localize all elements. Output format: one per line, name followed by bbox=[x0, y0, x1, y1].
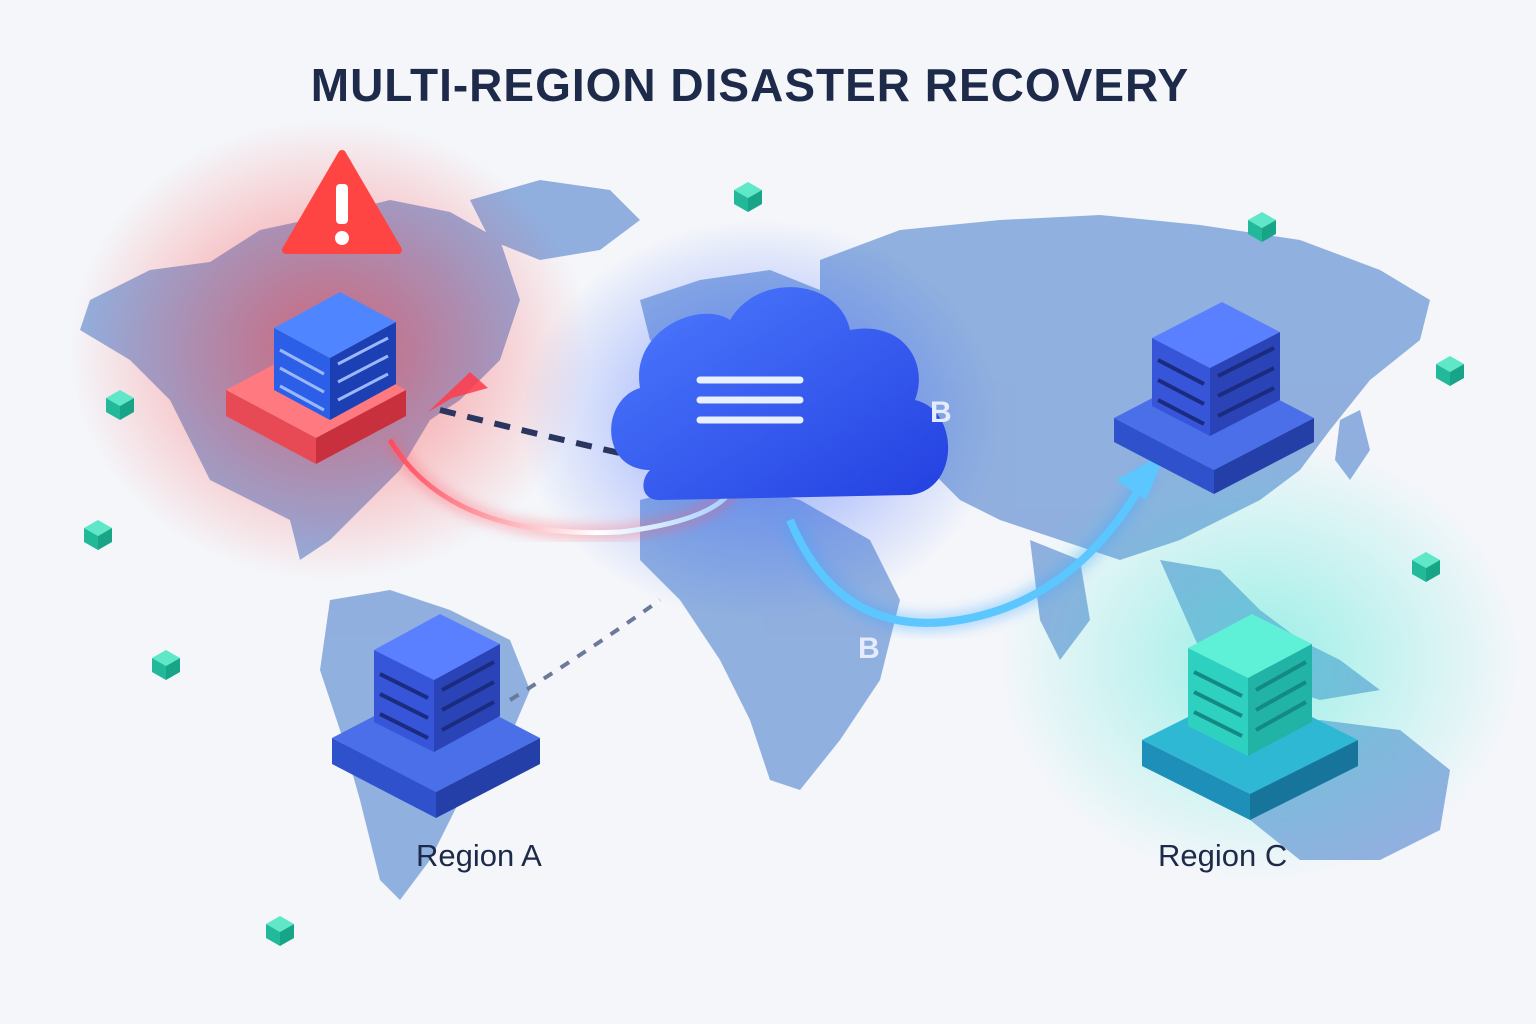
server-failed[interactable] bbox=[226, 292, 406, 464]
server-region-a[interactable] bbox=[332, 614, 540, 818]
cloud-icon[interactable] bbox=[611, 287, 949, 500]
replication-arc bbox=[786, 468, 1154, 627]
failover-arc bbox=[387, 438, 738, 536]
cloud-label-b-bottom: B bbox=[858, 632, 880, 665]
replication-arrow-head bbox=[1116, 452, 1166, 500]
cloud-label-b-top: B bbox=[930, 396, 952, 429]
region-a-label: Region A bbox=[416, 838, 542, 873]
server-rack-icon bbox=[379, 660, 495, 740]
server-rack-icon bbox=[279, 336, 389, 412]
page-title: MULTI-REGION DISASTER RECOVERY bbox=[310, 59, 1190, 111]
failback-arrow-head bbox=[428, 372, 488, 412]
dashed-link-region-a bbox=[508, 598, 662, 702]
server-secondary[interactable] bbox=[1114, 302, 1314, 494]
warning-triangle-icon bbox=[282, 150, 402, 254]
server-region-c[interactable] bbox=[1142, 614, 1358, 820]
server-rack-icon bbox=[1157, 346, 1275, 426]
server-rack-icon bbox=[1193, 660, 1307, 738]
connectors bbox=[383, 372, 1166, 702]
decor-cubes bbox=[84, 182, 1464, 946]
region-c-label: Region C bbox=[1158, 838, 1288, 873]
